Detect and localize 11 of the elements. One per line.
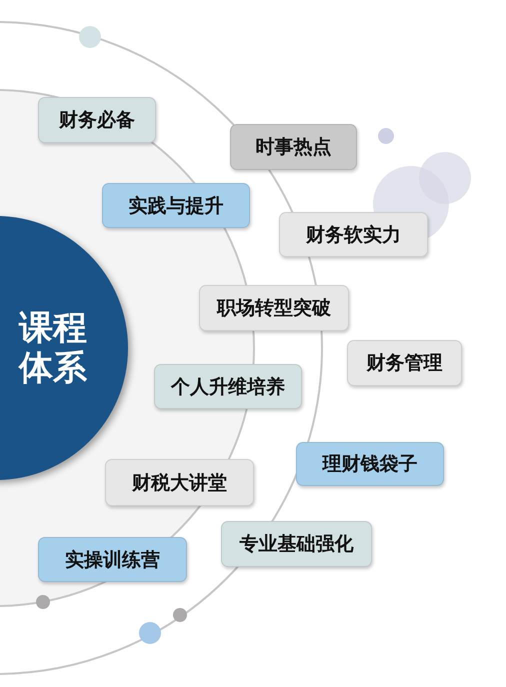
topic-box: 个人升维培养 (154, 364, 302, 409)
topic-box: 时事热点 (230, 124, 357, 170)
topic-box: 实践与提升 (102, 183, 250, 228)
topic-box: 财务管理 (347, 340, 462, 386)
topic-box: 财务软实力 (279, 212, 428, 257)
topic-box: 实操训练营 (38, 537, 187, 582)
topic-box: 专业基础强化 (221, 521, 372, 567)
topic-box: 理财钱袋子 (296, 442, 444, 486)
topic-box: 职场转型突破 (199, 285, 349, 331)
topic-box: 财务必备 (38, 97, 156, 143)
topic-box: 财税大讲堂 (105, 459, 254, 506)
